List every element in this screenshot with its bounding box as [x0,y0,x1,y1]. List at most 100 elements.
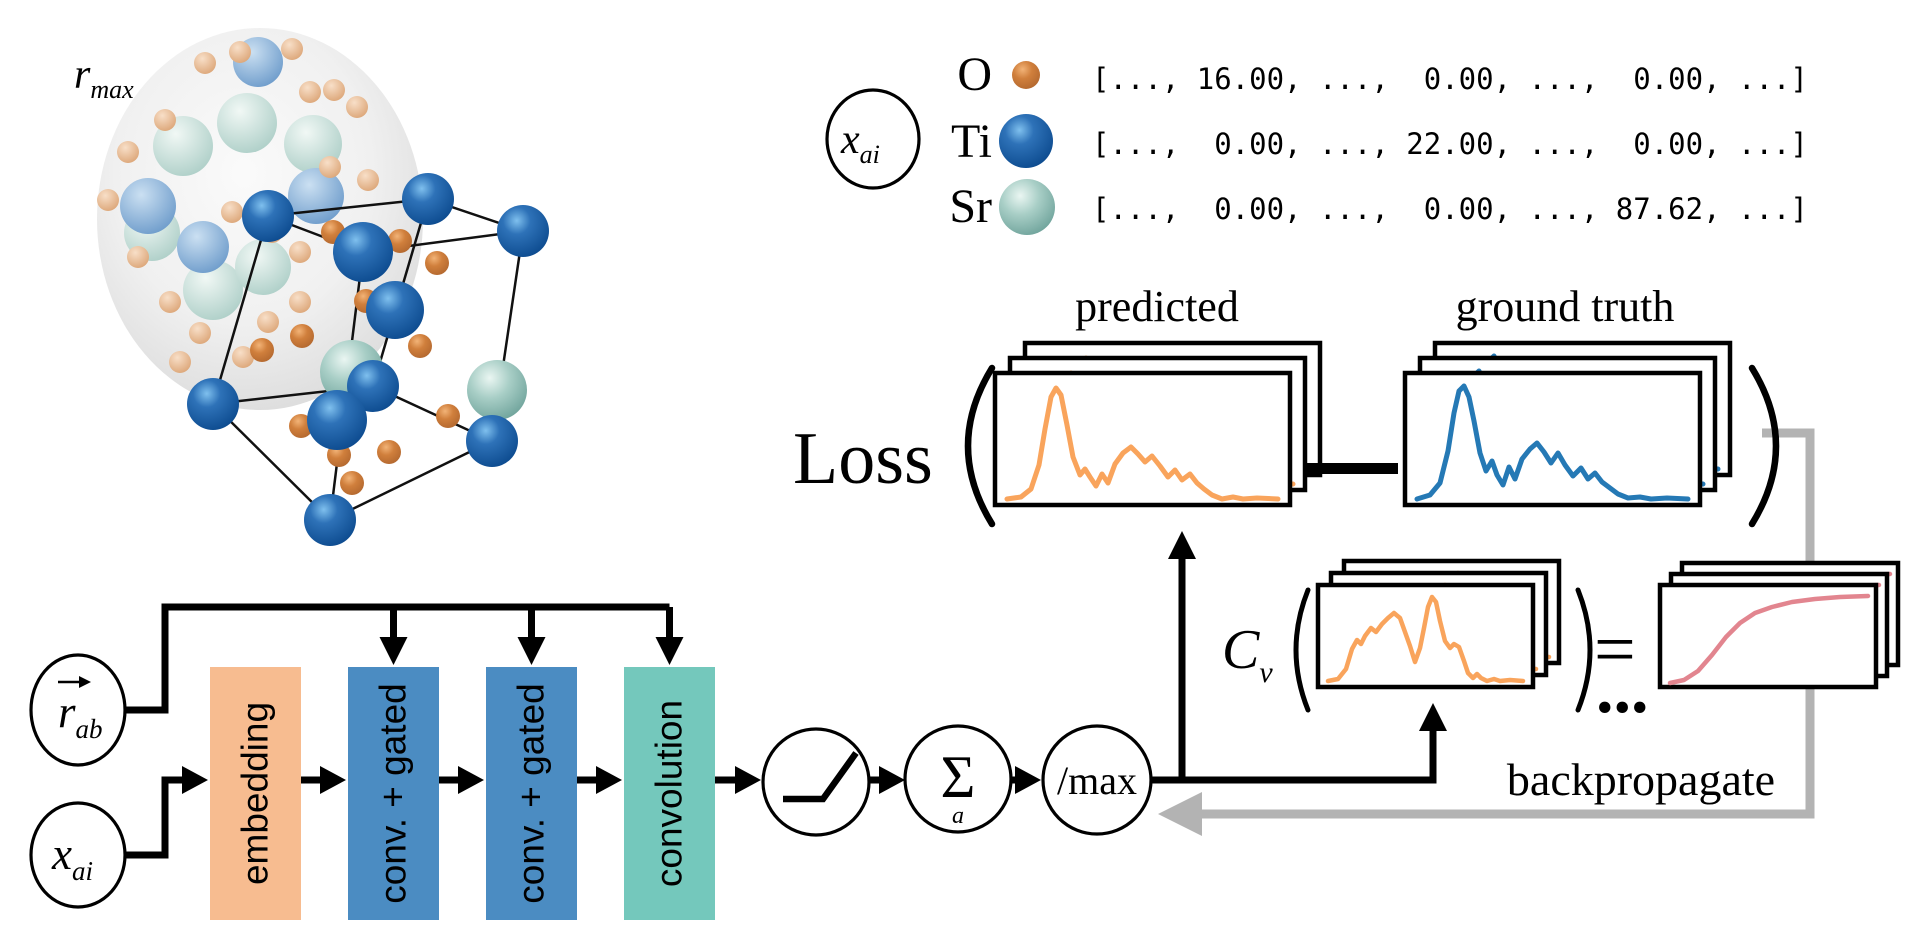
atom [232,346,254,368]
atom [340,471,364,495]
atom [117,141,139,163]
atom [169,351,191,373]
output-routing [1151,531,1447,784]
close-paren [1748,364,1780,528]
atom [242,190,294,242]
crystal-structure: rmax [74,28,549,546]
heat-capacity-expression: Cv = ... [1222,558,1901,728]
atom [402,173,454,225]
arrowhead-down [379,637,408,665]
sr-atom-icon [999,179,1055,235]
atom [357,169,379,191]
backpropagate-path: backpropagate [1158,428,1815,836]
layer-embedding: embedding [210,667,301,920]
atom [408,334,432,358]
layer-conv-gated-2: conv. + gated [486,667,577,920]
one-hot-legend: xai O Ti Sr [..., 16.00, ..., 0.00, ...,… [825,48,1808,235]
arrowhead-up-to-loss [1168,531,1196,559]
one-hot-vector: [..., 0.00, ..., 0.00, ..., 87.62, ...] [1092,192,1808,226]
atom [159,291,181,313]
vivid-atoms [187,173,549,546]
atom [346,96,368,118]
x-ai-symbol: xai [840,117,880,169]
network-diagram: rab xai embedding conv. + gated conv. + … [29,531,1447,920]
layer-convolution: convolution [624,667,715,920]
atom [388,229,412,253]
one-hot-vector: [..., 0.00, ..., 22.00, ..., 0.00, ...] [1092,127,1808,161]
layer-label: convolution [649,700,690,887]
relu-activation-icon [783,751,859,803]
x-ai-symbol-circle [825,88,921,190]
atom [281,38,303,60]
loss-expression: Loss predicted ground truth [793,282,1780,528]
arrowhead-down [655,637,684,665]
atom [97,189,119,211]
atom [177,221,229,273]
one-hot-vector: [..., 16.00, ..., 0.00, ..., 0.00, ...] [1092,62,1808,96]
input-node-rab: rab [29,653,127,767]
loss-label: Loss [793,418,933,500]
heat-capacity-stack [1657,560,1901,690]
atom [120,178,176,234]
input-node-xai: xai [29,801,127,909]
atom [299,81,321,103]
layer-label: conv. + gated [373,683,414,903]
atom [217,93,277,153]
open-paren [1293,587,1311,713]
skip-connection-bus [122,603,684,714]
rmax-label: rmax [74,52,134,104]
atom [154,109,176,131]
layer-label: embedding [235,702,276,885]
atom [466,415,518,467]
element-label: Sr [949,180,992,233]
xai-label: xai [51,829,93,886]
sum-subscript: a [952,803,964,829]
o-atom-icon [1012,61,1040,89]
ti-atom-icon [999,114,1053,168]
atom [436,404,460,428]
atom [194,52,216,74]
ground-truth-label: ground truth [1456,282,1675,331]
atom [467,360,527,420]
sum-node: Σ a [903,724,1013,834]
atom [127,246,149,268]
atom [347,360,399,412]
activation-node [761,727,871,837]
atom [366,281,424,339]
predicted-spectra-stack [992,340,1323,508]
ground-truth-spectra-stack [1402,340,1733,508]
atom [307,390,367,450]
rab-label: rab [58,687,103,744]
sum-symbol: Σ [941,744,976,810]
open-paren [964,364,996,528]
atom [153,116,213,176]
vector-arrow-icon [79,676,91,688]
arrowhead-down [517,637,546,665]
input-path [122,766,208,859]
layer-conv-gated-1: conv. + gated [348,667,439,920]
atom [319,156,341,178]
equals-sign: = [1594,609,1636,691]
atom [235,239,291,295]
element-label: Ti [951,115,992,168]
atom [183,260,243,320]
arrowhead-right [320,766,346,794]
atom [250,338,274,362]
arrowhead-right [182,766,208,794]
atom [304,494,356,546]
cv-label: Cv [1222,619,1273,689]
minus-operator [1306,463,1398,474]
arrowhead-right [879,766,905,794]
cv-input-stack [1315,558,1562,690]
backprop-arrowhead [1158,792,1202,836]
atom [289,291,311,313]
arrowhead-right [458,766,484,794]
close-paren [1575,587,1593,713]
atom [290,324,314,348]
max-normalize-node: /max [1041,724,1153,836]
arrowhead-right [596,766,622,794]
atom [377,440,401,464]
backpropagate-label: backpropagate [1507,754,1775,805]
